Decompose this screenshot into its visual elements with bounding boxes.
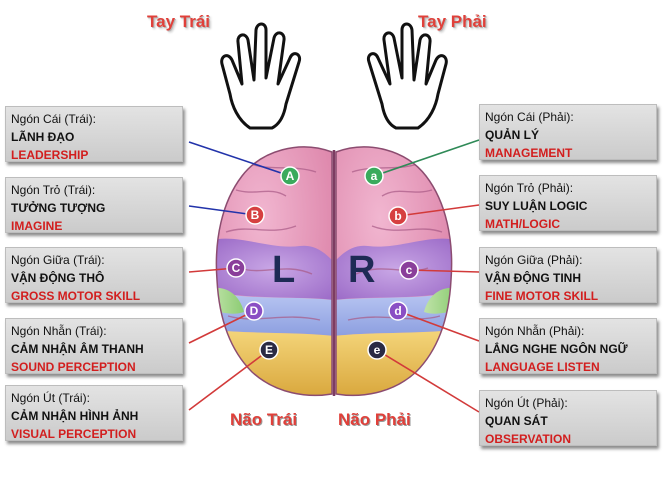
connector-right-ring: [397, 310, 480, 342]
left-hand-title: Tay Trái: [147, 12, 210, 31]
right-little-skill-en: OBSERVATION: [485, 432, 572, 446]
left-middle-name: Ngón Giữa (Trái):: [11, 253, 105, 267]
left-little-name: Ngón Út (Trái):: [11, 391, 90, 405]
connector-right-thumb: [373, 139, 480, 177]
marker-right-thumb: a: [364, 166, 384, 186]
left-middle-skill-en: GROSS MOTOR SKILL: [11, 289, 141, 303]
left-index-skill-en: IMAGINE: [11, 219, 63, 233]
right-thumb-skill-vi: QUẢN LÝ: [485, 128, 539, 142]
connector-left-thumb: [188, 141, 291, 177]
marker-left-thumb: A: [280, 166, 300, 186]
svg-text:c: c: [406, 263, 413, 277]
left-thumb-name: Ngón Cái (Trái):: [11, 112, 96, 126]
left-middle-box: Ngón Giữa (Trái): VẬN ĐỘNG THÔ GROSS MOT…: [5, 247, 183, 303]
svg-text:a: a: [371, 169, 378, 183]
svg-text:D: D: [250, 304, 259, 318]
left-thumb-skill-vi: LÃNH ĐẠO: [11, 130, 75, 144]
right-ring-box: Ngón Nhẫn (Phải): LẮNG NGHE NGÔN NGỮ LAN…: [479, 318, 657, 374]
left-little-box: Ngón Út (Trái): CẢM NHẬN HÌNH ẢNH VISUAL…: [5, 385, 183, 441]
left-ring-name: Ngón Nhẫn (Trái):: [11, 324, 107, 338]
right-thumb-box: Ngón Cái (Phải): QUẢN LÝ MANAGEMENT: [479, 104, 657, 160]
left-index-skill-vi: TƯỞNG TƯỢNG: [11, 201, 106, 215]
left-ring-skill-vi: CẢM NHẬN ÂM THANH: [11, 342, 144, 356]
right-middle-name: Ngón Giữa (Phải):: [485, 253, 583, 267]
connector-right-index: [397, 204, 480, 217]
left-index-box: Ngón Trỏ (Trái): TƯỞNG TƯỢNG IMAGINE: [5, 177, 183, 233]
left-thumb-box: Ngón Cái (Trái): LÃNH ĐẠO LEADERSHIP: [5, 106, 183, 162]
right-ring-name: Ngón Nhẫn (Phải):: [485, 324, 585, 338]
right-thumb-skill-en: MANAGEMENT: [485, 146, 573, 160]
marker-left-index: B: [245, 205, 265, 225]
svg-text:E: E: [265, 343, 273, 357]
right-hand-title: Tay Phải: [418, 12, 487, 31]
brain-left-outline: [215, 146, 333, 397]
connector-left-index: [188, 205, 256, 216]
connector-left-ring: [188, 310, 255, 344]
left-ring-skill-en: SOUND PERCEPTION: [11, 360, 136, 374]
marker-left-middle: C: [226, 258, 246, 278]
right-index-name: Ngón Trỏ (Phải):: [485, 181, 574, 195]
marker-right-little: e: [367, 340, 387, 360]
right-index-skill-en: MATH/LOGIC: [485, 217, 561, 231]
right-middle-skill-en: FINE MOTOR SKILL: [485, 289, 599, 303]
marker-left-ring: D: [244, 301, 264, 321]
left-hand-icon: [220, 22, 302, 130]
left-brain-label: Não Trái: [230, 410, 298, 429]
svg-text:B: B: [251, 208, 260, 222]
left-index-name: Ngón Trỏ (Trái):: [11, 183, 96, 197]
marker-right-ring: d: [388, 301, 408, 321]
left-little-skill-en: VISUAL PERCEPTION: [11, 427, 137, 441]
left-hemisphere-letter: L: [272, 249, 295, 291]
left-middle-skill-vi: VẬN ĐỘNG THÔ: [11, 271, 105, 285]
svg-text:C: C: [232, 261, 241, 275]
right-little-name: Ngón Út (Phải):: [485, 396, 568, 410]
svg-text:d: d: [394, 304, 401, 318]
connector-right-little: [376, 349, 480, 413]
right-thumb-name: Ngón Cái (Phải):: [485, 110, 574, 124]
right-ring-skill-vi: LẮNG NGHE NGÔN NGỮ: [485, 342, 628, 356]
marker-right-index: b: [388, 206, 408, 226]
right-hand-icon: [366, 22, 448, 130]
right-little-box: Ngón Út (Phải): QUAN SÁT OBSERVATION: [479, 390, 657, 446]
connector-right-middle: [408, 269, 480, 273]
brain-right-outline: [335, 146, 453, 397]
right-hemisphere-letter: R: [348, 249, 375, 291]
svg-text:A: A: [286, 169, 295, 183]
right-middle-box: Ngón Giữa (Phải): VẬN ĐỘNG TINH FINE MOT…: [479, 247, 657, 303]
left-little-skill-vi: CẢM NHẬN HÌNH ẢNH: [11, 409, 139, 423]
connector-left-little: [188, 349, 270, 411]
left-ring-box: Ngón Nhẫn (Trái): CẢM NHẬN ÂM THANH SOUN…: [5, 318, 183, 374]
right-ring-skill-en: LANGUAGE LISTEN: [485, 360, 600, 374]
marker-left-little: E: [259, 340, 279, 360]
svg-text:e: e: [374, 343, 381, 357]
svg-text:b: b: [394, 209, 401, 223]
marker-right-middle: c: [399, 260, 419, 280]
right-index-skill-vi: SUY LUẬN LOGIC: [485, 199, 588, 213]
right-middle-skill-vi: VẬN ĐỘNG TINH: [485, 271, 581, 285]
right-index-box: Ngón Trỏ (Phải): SUY LUẬN LOGIC MATH/LOG…: [479, 175, 657, 231]
left-thumb-skill-en: LEADERSHIP: [11, 148, 89, 162]
right-little-skill-vi: QUAN SÁT: [485, 414, 548, 428]
right-brain-label: Não Phải: [338, 410, 411, 429]
